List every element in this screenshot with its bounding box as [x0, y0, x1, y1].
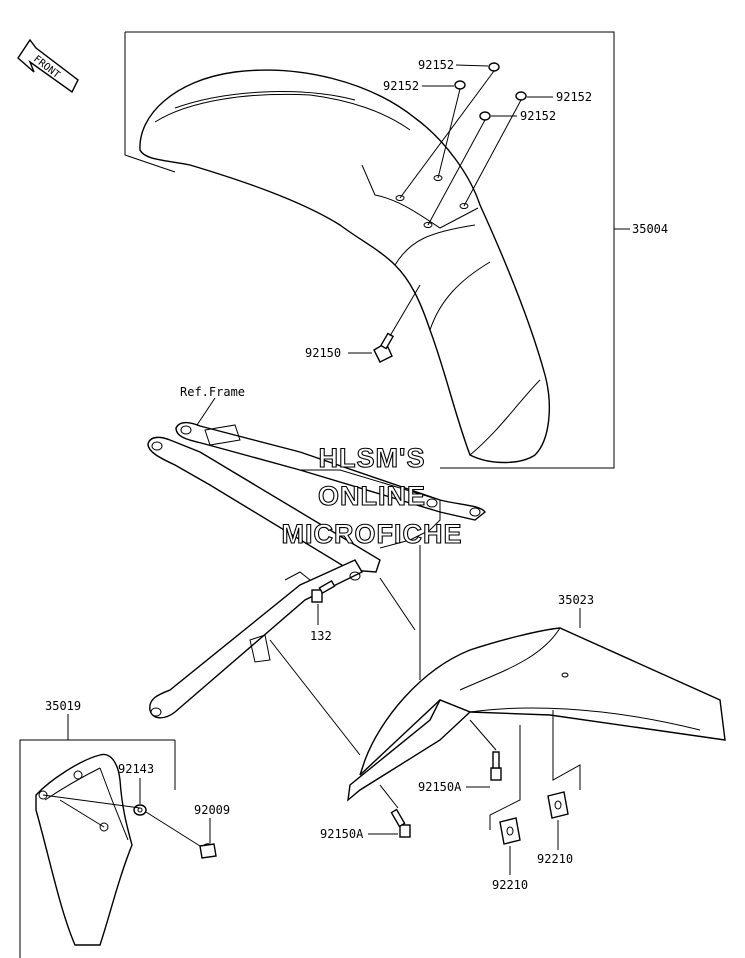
callout-92150a-a: 92150A: [418, 780, 462, 794]
callout-35023: 35023: [558, 593, 594, 607]
callout-92150a-b: 92150A: [320, 827, 364, 841]
rear-frame: [147, 421, 486, 719]
callout-132: 132: [310, 629, 332, 643]
callout-92152-c: 92152: [556, 90, 592, 104]
callout-35004: 35004: [632, 222, 668, 236]
callout-92150: 92150: [305, 346, 341, 360]
callout-92152-d: 92152: [520, 109, 556, 123]
callout-92210-b: 92210: [492, 878, 528, 892]
callout-92152-b: 92152: [383, 79, 419, 93]
watermark-line-2: ONLINE: [318, 481, 426, 511]
screw-92009: [199, 843, 217, 859]
callout-92143: 92143: [118, 762, 154, 776]
bolt-92150: [373, 332, 395, 363]
callout-35019: 35019: [45, 699, 81, 713]
mud-flap: [35, 753, 133, 946]
watermark-line-1: HLSM'S: [319, 443, 426, 473]
rear-fender: [347, 627, 726, 802]
front-fender: [139, 69, 550, 464]
ref-frame-label: Ref.Frame: [180, 385, 245, 399]
washer-92152: [454, 62, 527, 121]
washer-92143: [133, 804, 147, 816]
mudflap-box: [19, 739, 175, 958]
watermark: HLSM'S ONLINE MICROFICHE: [281, 442, 463, 549]
front-arrow-icon: FRONT: [17, 38, 79, 94]
bolt-132: [311, 579, 336, 603]
nut-92210: [499, 791, 569, 845]
front-fender-box: [125, 31, 615, 469]
callout-92152-a: 92152: [418, 58, 454, 72]
callout-92210-a: 92210: [537, 852, 573, 866]
watermark-line-3: MICROFICHE: [282, 519, 463, 549]
bolt-92150a: [390, 751, 502, 838]
callout-92009: 92009: [194, 803, 230, 817]
